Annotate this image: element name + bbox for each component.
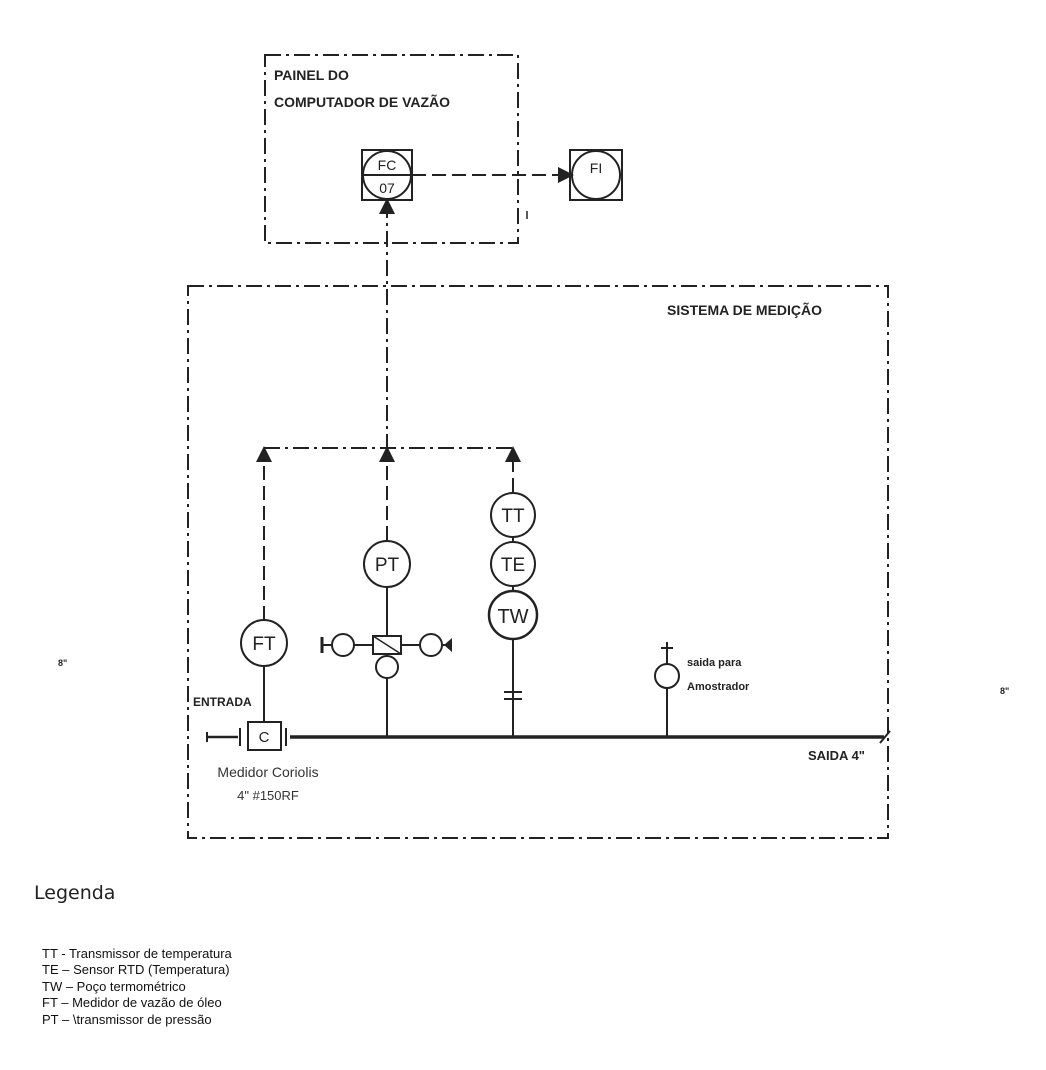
legend-list: TT - Transmissor de temperatura TE – Sen…: [42, 946, 232, 1028]
coriolis-tag: C: [259, 729, 270, 746]
entrada-label: ENTRADA: [193, 695, 252, 709]
legend-item-te: TE – Sensor RTD (Temperatura): [42, 962, 230, 978]
meter-label-line2: 4" #150RF: [237, 788, 299, 803]
pt-tag: PT: [375, 555, 400, 576]
fc-instrument: FC 07: [361, 149, 413, 201]
legend-item-tt: TT - Transmissor de temperatura: [42, 946, 232, 961]
system-title: SISTEMA DE MEDIÇÃO: [667, 301, 822, 318]
fi-tag: FI: [590, 160, 602, 176]
tt-tag: TT: [501, 506, 525, 527]
legend-item-pt: PT – \transmissor de pressão: [42, 1011, 212, 1027]
meter-label-line1: Medidor Coriolis: [217, 764, 318, 780]
pt-instrument: PT: [363, 540, 411, 588]
right-size-label: 8": [1000, 686, 1009, 696]
tt-instrument: TT: [490, 492, 536, 538]
fc-loop-number: 07: [379, 180, 395, 196]
legend-item-ft: FT – Medidor de vazão de óleo: [42, 995, 222, 1011]
sampler-label-line1: saida para: [687, 657, 742, 669]
panel-boundary: [264, 54, 519, 244]
sampler-valve: [654, 642, 680, 737]
saida-label: SAIDA 4": [808, 748, 865, 763]
tw-instrument: TW: [487, 589, 539, 641]
left-size-label: 8": [58, 658, 67, 668]
sampler-label-line2: Amostrador: [687, 681, 750, 693]
measurement-system-boundary: [187, 285, 889, 839]
te-tag: TE: [501, 555, 525, 576]
legend-title: Legenda: [34, 882, 116, 904]
ft-instrument: FT: [240, 619, 288, 667]
legend-item-tw: TW – Poço termométrico: [42, 978, 186, 994]
panel-title-line2: COMPUTADOR DE VAZÃO: [274, 93, 450, 110]
fc-tag: FC: [378, 157, 397, 173]
tw-tag: TW: [497, 606, 528, 628]
fi-instrument: FI: [569, 149, 623, 201]
panel-title-line1: PAINEL DO: [274, 67, 349, 83]
pt-manifold: [320, 633, 452, 679]
ft-tag: FT: [252, 634, 276, 655]
te-instrument: TE: [490, 541, 536, 587]
coriolis-meter: C: [247, 721, 282, 751]
